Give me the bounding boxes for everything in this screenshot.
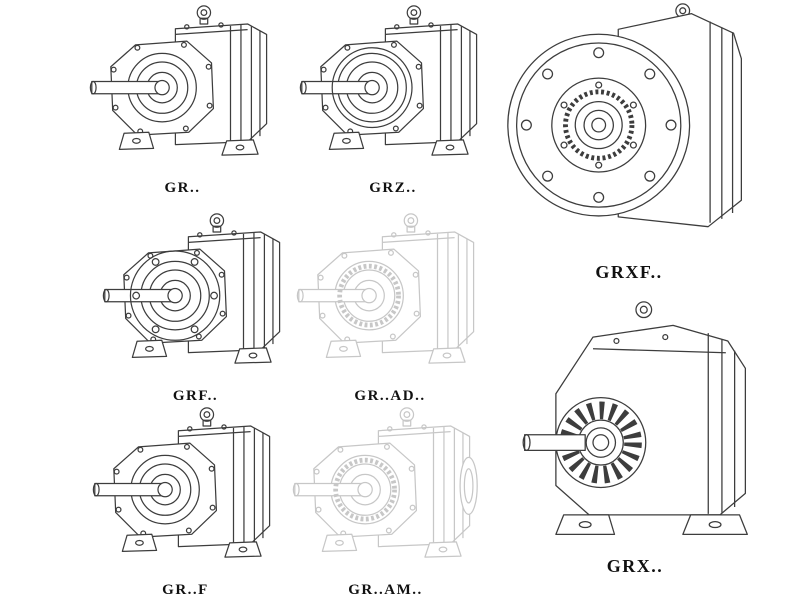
figure-label-gr: GR.. xyxy=(164,180,201,196)
figure-label-grxf: GRXF.. xyxy=(595,262,663,282)
figure-grz: GRZ.. xyxy=(298,2,488,197)
figure-grx: GRX.. xyxy=(494,298,776,577)
figure-label-gr-ad: GR..AD.. xyxy=(354,388,426,404)
gearbox-drawing-gr-ad xyxy=(295,210,485,386)
gearbox-drawing-grxf xyxy=(501,0,757,256)
figure-gr-f: GR..F xyxy=(88,404,283,599)
gearbox-drawing-gr-f xyxy=(92,407,270,558)
figure-gr-am: GR..AM.. xyxy=(288,404,483,599)
figure-gr: GR.. xyxy=(85,2,280,197)
gearbox-drawing-grx xyxy=(499,298,771,550)
gearbox-drawing-gr xyxy=(89,5,267,156)
gearbox-drawing-grf xyxy=(101,210,291,386)
figure-label-gr-am: GR..AM.. xyxy=(348,582,423,598)
gearbox-drawing-grz xyxy=(298,2,488,178)
figure-label-grf: GRF.. xyxy=(172,388,219,404)
figure-grxf: GRXF.. xyxy=(496,0,762,283)
figure-gr-ad: GR..AD.. xyxy=(290,210,490,405)
gearbox-drawing-gr-am xyxy=(291,404,481,580)
figure-label-gr-f: GR..F xyxy=(162,582,209,598)
figure-grf: GRF.. xyxy=(98,210,293,405)
figure-label-grz: GRZ.. xyxy=(369,180,417,196)
figure-label-grx: GRX.. xyxy=(606,556,664,576)
